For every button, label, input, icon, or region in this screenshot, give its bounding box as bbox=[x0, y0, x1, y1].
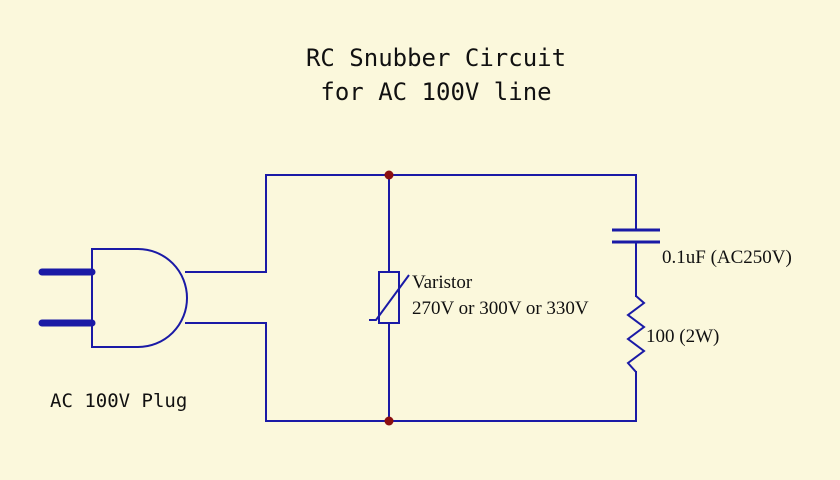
ac-plug-icon bbox=[38, 248, 188, 348]
capacitor-symbol-icon bbox=[612, 228, 660, 244]
varistor-symbol-icon bbox=[369, 271, 410, 324]
plug-body bbox=[91, 248, 188, 348]
wire-top-rail bbox=[185, 174, 637, 273]
resistor-symbol-icon bbox=[626, 295, 646, 373]
varistor-body bbox=[378, 271, 400, 324]
circuit-wires bbox=[185, 174, 637, 422]
junction-node-top bbox=[384, 170, 394, 180]
varistor-name-label: Varistor bbox=[412, 272, 473, 293]
diagram-title-line1: RC Snubber Circuit bbox=[306, 44, 566, 72]
plug-label: AC 100V Plug bbox=[50, 390, 187, 412]
varistor-slash bbox=[369, 274, 410, 321]
capacitor-label: 0.1uF (AC250V) bbox=[662, 247, 792, 268]
junction-node-bottom bbox=[384, 416, 394, 426]
diagram-title-line2: for AC 100V line bbox=[320, 78, 551, 106]
resistor-label: 100 (2W) bbox=[646, 326, 719, 347]
wire-bottom-rail bbox=[185, 322, 637, 422]
varistor-rating-label: 270V or 300V or 330V bbox=[412, 298, 589, 319]
